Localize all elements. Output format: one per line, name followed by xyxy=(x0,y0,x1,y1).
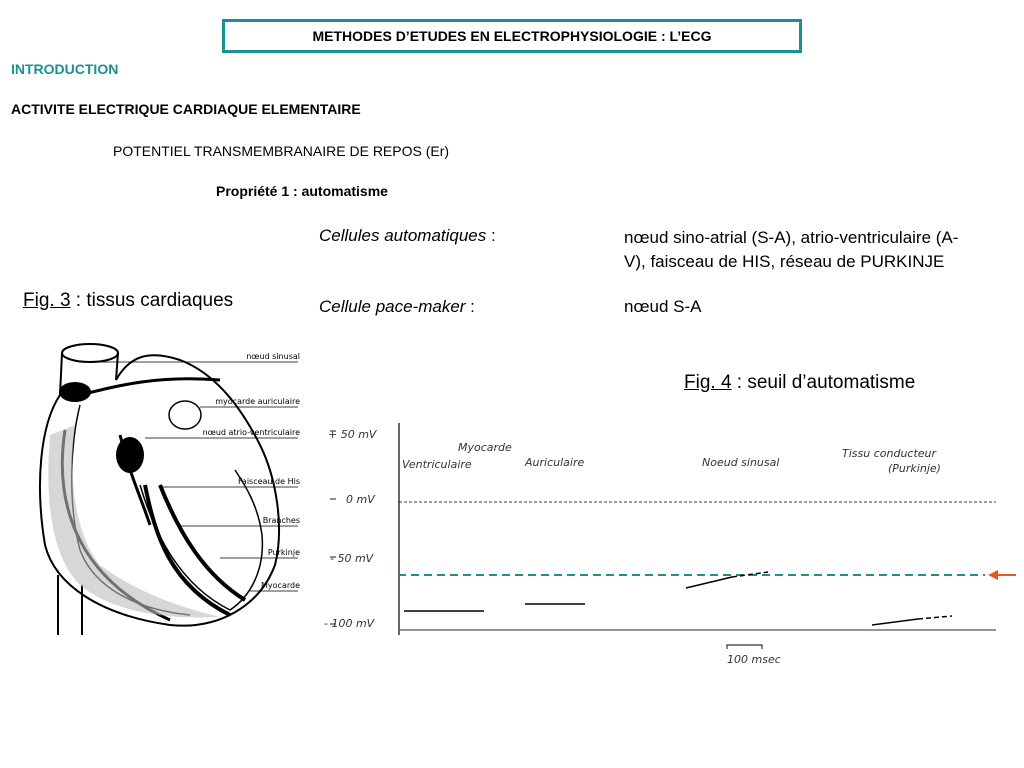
heart-diagram: nœud sinusal myocarde auriculaire nœud a… xyxy=(39,343,301,635)
conduction-top xyxy=(79,377,221,397)
fig3-caption: Fig. 3 : tissus cardiaques xyxy=(23,290,233,312)
fig4-text: : seuil d’automatisme xyxy=(731,372,916,393)
label-purkinje: Purkinje xyxy=(268,548,300,557)
potential-graph: + 50 mV 0 mV - 50 mV - 100 mV Myocarde V… xyxy=(324,423,1016,666)
fig4-caption: Fig. 4 : seuil d’automatisme xyxy=(684,372,915,394)
automatic-cells-label: Cellules automatiques : xyxy=(319,226,496,246)
fig3-ref: Fig. 3 xyxy=(23,290,71,311)
bundle-right xyxy=(158,484,247,602)
fig4-ref: Fig. 4 xyxy=(684,372,732,393)
automatic-cells-sep: : xyxy=(486,226,496,245)
fig3-text: : tissus cardiaques xyxy=(70,290,234,311)
y-label-minus100: - 100 mV xyxy=(324,617,376,630)
subsection-heading: POTENTIEL TRANSMEMBRANAIRE DE REPOS (Er) xyxy=(113,143,450,159)
y-label-0: 0 mV xyxy=(346,493,376,506)
automatic-cells-value: nœud sino-atrial (S-A), atrio-ventricula… xyxy=(624,228,959,271)
label-auriculaire: Auriculaire xyxy=(524,456,584,469)
trace-sinus xyxy=(685,576,733,589)
y-label-plus50: + 50 mV xyxy=(328,428,378,441)
label-time-scale: 100 msec xyxy=(727,653,781,666)
inner-wall-right xyxy=(139,469,264,611)
heart-outline xyxy=(39,354,280,627)
label-myocarde: Myocarde xyxy=(458,441,512,454)
pacemaker-value: nœud S-A xyxy=(624,297,702,316)
valve xyxy=(168,400,202,430)
threshold-arrow xyxy=(988,570,1016,580)
label-sinus-node: nœud sinusal xyxy=(246,352,300,361)
label-noeud-sinusal: Noeud sinusal xyxy=(702,456,779,469)
time-scale-bar xyxy=(726,644,763,649)
aorta-opening xyxy=(61,343,119,363)
page-title: METHODES D’ETUDES EN ELECTROPHYSIOLOGIE … xyxy=(312,28,712,44)
myocardium-shade xyxy=(48,425,220,618)
trace-sinus-dashed xyxy=(731,571,769,578)
label-ventriculaire: Ventriculaire xyxy=(402,458,472,471)
label-av-node: nœud atrio-ventriculaire xyxy=(203,428,301,437)
pacemaker-term: Cellule pace-maker xyxy=(319,297,466,316)
title-box: METHODES D’ETUDES EN ELECTROPHYSIOLOGIE … xyxy=(222,19,802,53)
pacemaker-sep: : xyxy=(465,297,475,316)
y-label-minus50: - 50 mV xyxy=(330,552,375,565)
av-node xyxy=(116,437,144,473)
label-branches: Branches xyxy=(263,516,300,525)
aorta-left xyxy=(59,352,63,396)
pacemaker-label: Cellule pace-maker : xyxy=(319,297,475,317)
sinus-node xyxy=(59,382,91,402)
intro-heading: INTRODUCTION xyxy=(11,61,119,77)
bundle-left xyxy=(143,484,231,617)
trace-purkinje xyxy=(871,618,919,626)
label-purkinje: (Purkinje) xyxy=(888,462,941,475)
aorta-right xyxy=(115,352,119,381)
section-heading: ACTIVITE ELECTRIQUE CARDIAQUE ELEMENTAIR… xyxy=(11,101,361,117)
trace-purkinje-dashed xyxy=(917,615,953,620)
label-myocardium: Myocarde xyxy=(261,581,300,590)
automatic-cells-term: Cellules automatiques xyxy=(319,226,487,245)
property-heading: Propriété 1 : automatisme xyxy=(216,183,388,199)
label-tissu-conducteur: Tissu conducteur xyxy=(842,447,938,460)
label-atrial-myocardium: myocarde auriculaire xyxy=(215,397,300,406)
label-his-bundle: Faisceau de His xyxy=(238,477,300,486)
